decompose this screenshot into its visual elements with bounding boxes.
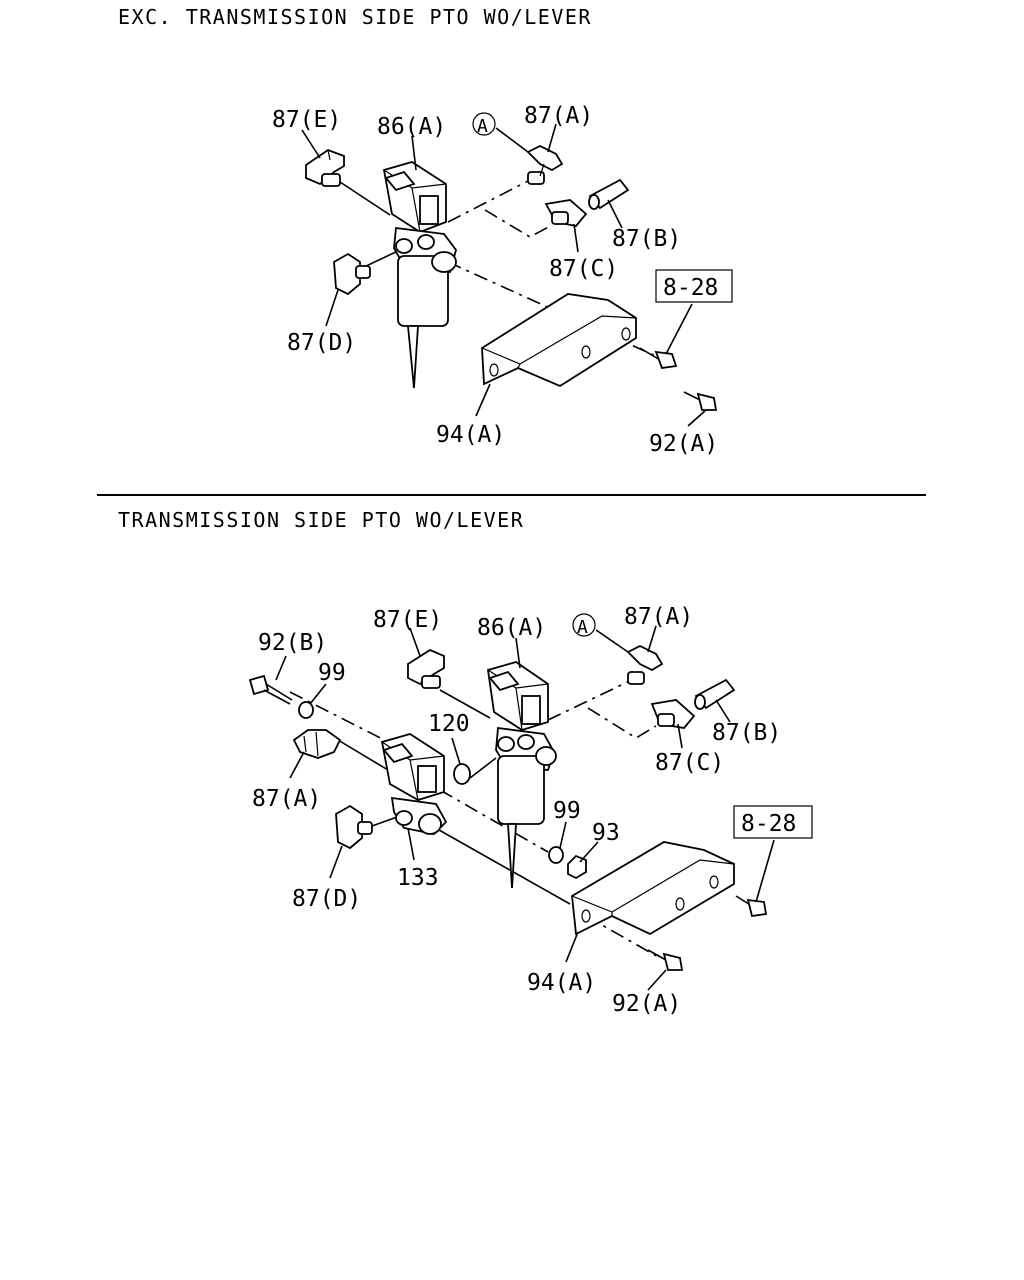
- label-93: 93: [592, 820, 620, 846]
- connection-dash-line: [484, 209, 553, 238]
- leader-line: [289, 751, 305, 779]
- circle-a-letter: A: [577, 617, 588, 638]
- fitting-87d: [333, 252, 371, 296]
- connection-dash-line: [289, 691, 401, 749]
- reference-box-8-28: [733, 805, 813, 839]
- leader-line: [647, 969, 667, 991]
- label-87b: 87(B): [612, 226, 681, 252]
- label-92a: 92(A): [649, 431, 718, 457]
- leader-line: [337, 739, 389, 771]
- leader-line: [687, 409, 707, 427]
- bolt-92a: [647, 949, 684, 971]
- label-99-lower: 99: [553, 798, 581, 824]
- fitting-87c: [544, 199, 588, 227]
- leader-line: [579, 841, 599, 863]
- label-94a: 94(A): [527, 970, 596, 996]
- reference-box-8-28: [655, 269, 733, 303]
- leader-line: [339, 181, 391, 216]
- bolt-92b: [248, 674, 293, 705]
- fitting-87e: [305, 148, 345, 187]
- bolt-92a: [683, 391, 718, 411]
- label-87e: 87(E): [272, 107, 341, 133]
- label-87a: 87(A): [524, 103, 593, 129]
- leader-line: [275, 655, 287, 681]
- solenoid-valve-86a: [486, 661, 557, 889]
- leader-line: [407, 827, 415, 861]
- fitting-87a-left: [292, 729, 342, 759]
- fitting-87b: [588, 178, 630, 210]
- label-87d: 87(D): [287, 330, 356, 356]
- washer-99-lower: [548, 846, 564, 864]
- leader-line: [439, 689, 491, 719]
- connection-dash-line: [585, 915, 661, 959]
- fitting-87b: [694, 678, 736, 710]
- leader-line: [469, 757, 497, 779]
- label-87a-left: 87(A): [252, 786, 321, 812]
- bracket-94a: [571, 841, 735, 936]
- leader-line: [647, 625, 657, 653]
- label-86a: 86(A): [377, 114, 446, 140]
- leader-line: [573, 223, 579, 253]
- label-87a-top: 87(A): [624, 604, 693, 630]
- label-87c: 87(C): [549, 256, 618, 282]
- label-87e: 87(E): [373, 607, 442, 633]
- label-92b: 92(B): [258, 630, 327, 656]
- solenoid-valve-lower: [380, 733, 448, 835]
- section-2-title: TRANSMISSION SIDE PTO WO/LEVER: [118, 508, 524, 532]
- label-94a: 94(A): [436, 422, 505, 448]
- label-87d: 87(D): [292, 886, 361, 912]
- label-ref-8-28: 8-28: [741, 811, 796, 837]
- label-99: 99: [318, 660, 346, 686]
- o-ring-120: [453, 763, 471, 785]
- fitting-87a-top: [626, 644, 664, 685]
- leader-line: [755, 839, 775, 903]
- leader-line: [325, 289, 339, 327]
- label-87b: 87(B): [712, 720, 781, 746]
- leader-line: [409, 627, 421, 657]
- leader-line: [495, 127, 529, 153]
- label-87c: 87(C): [655, 750, 724, 776]
- leader-line: [515, 637, 521, 669]
- leader-line: [665, 303, 693, 355]
- connection-dash-line: [587, 707, 657, 739]
- leader-line: [301, 129, 321, 159]
- leader-line: [309, 683, 327, 705]
- label-ref-8-28: 8-28: [663, 275, 718, 301]
- washer-99: [298, 701, 314, 719]
- fitting-87a: [526, 144, 564, 185]
- leader-line: [559, 821, 567, 849]
- bolt-8-28: [639, 347, 678, 369]
- connection-dash-line: [547, 677, 637, 721]
- leader-line: [565, 931, 579, 963]
- leader-line: [451, 737, 461, 765]
- section-1-title: EXC. TRANSMISSION SIDE PTO WO/LEVER: [118, 5, 592, 29]
- leader-line: [329, 845, 343, 879]
- reference-circle-a: [572, 613, 596, 637]
- connection-dash-line: [439, 789, 549, 853]
- leader-line: [411, 135, 417, 171]
- connection-dash-line: [447, 179, 531, 223]
- solenoid-valve-86a: [382, 161, 457, 389]
- label-92a: 92(A): [612, 991, 681, 1017]
- leader-line: [547, 123, 557, 153]
- leader-line: [431, 825, 571, 905]
- label-86a: 86(A): [477, 615, 546, 641]
- label-120: 120: [428, 711, 470, 737]
- bolt-8-28: [735, 895, 768, 918]
- circle-a-letter: A: [477, 116, 488, 137]
- bracket-94a: [481, 293, 637, 388]
- fitting-87c: [650, 699, 696, 729]
- fitting-87d: [335, 804, 373, 850]
- label-133: 133: [397, 865, 439, 891]
- reference-circle-a: [472, 112, 496, 136]
- leader-line: [715, 699, 731, 723]
- leader-line: [607, 199, 623, 229]
- fitting-87e: [407, 648, 445, 689]
- leader-line: [475, 383, 491, 417]
- leader-line: [595, 629, 629, 653]
- leader-line: [361, 249, 401, 269]
- leader-line: [677, 723, 683, 749]
